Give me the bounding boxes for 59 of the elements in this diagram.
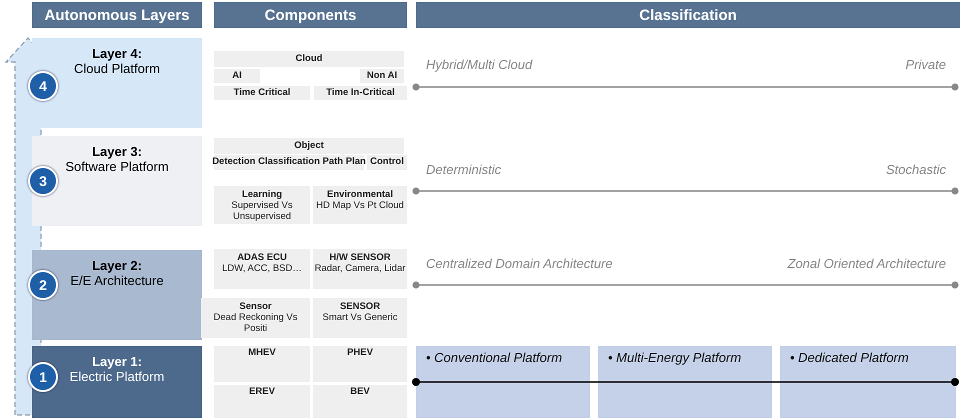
component-title: Detection Classification Path Plan — [212, 157, 366, 168]
scale-end-label: Zonal Oriented Architecture — [788, 256, 946, 271]
component-detail: LDW, ACC, BSD… — [222, 264, 302, 275]
platform-box — [780, 346, 956, 418]
header-text: Classification — [639, 6, 737, 24]
component-detail: HD Map Vs Pt Cloud — [316, 200, 404, 212]
component-title: Non AI — [366, 70, 398, 82]
component-title: PHEV — [347, 348, 373, 359]
layer-name: E/E Architecture — [70, 273, 164, 288]
layer-number: 3 — [39, 173, 47, 189]
component-title: Object — [294, 140, 324, 152]
layer-box — [32, 136, 202, 226]
component-title: MHEV — [248, 348, 276, 359]
layer-name: Software Platform — [65, 159, 169, 174]
platform-name: • Multi-Energy Platform — [608, 350, 742, 365]
component-title: BEV — [350, 387, 370, 398]
component-title: Cloud — [296, 54, 322, 64]
layer-box — [32, 38, 202, 128]
component-detail: Supervised Vs Unsupervised — [230, 200, 294, 223]
component-detail: Smart Vs Generic — [322, 312, 398, 324]
component-title: Sensor — [239, 302, 272, 313]
layer-name: Cloud Platform — [74, 61, 160, 76]
component-title: Time Critical — [234, 88, 290, 98]
scale-end-label: Centralized Domain Architecture — [426, 256, 613, 271]
component-title: Control — [370, 157, 404, 168]
header-text: Components — [264, 6, 356, 24]
component-title: Environmental — [327, 190, 393, 201]
component-detail: Dead Reckoning Vs Positi — [212, 312, 298, 335]
platform-name: • Conventional Platform — [426, 350, 562, 365]
platform-box — [598, 346, 772, 418]
scale-end-label: Hybrid/Multi Cloud — [426, 57, 532, 72]
layer-name: Electric Platform — [70, 369, 164, 384]
layer-number: 4 — [39, 78, 47, 94]
scale-end-label: Stochastic — [886, 162, 946, 177]
scale-end-label: Deterministic — [426, 162, 502, 177]
layer-number: 2 — [39, 277, 47, 293]
layer-number: 1 — [39, 369, 47, 385]
component-title: ADAS ECU — [237, 253, 287, 264]
component-title: Learning — [242, 190, 282, 201]
component-title: H/W SENSOR — [329, 253, 391, 264]
layer-box — [32, 250, 202, 340]
component-detail: Radar, Camera, Lidar — [314, 264, 406, 275]
column-header — [416, 2, 960, 28]
platform-name: • Dedicated Platform — [790, 350, 909, 365]
component-title: SENSOR — [340, 302, 380, 313]
layer-title: Layer 1: — [92, 354, 142, 369]
layer-box — [32, 346, 202, 418]
layer-title: Layer 4: — [92, 46, 142, 61]
component-box — [201, 298, 310, 338]
column-header — [32, 2, 202, 28]
component-title: AI — [232, 70, 242, 82]
layer-title: Layer 2: — [92, 258, 142, 273]
scale-end-label: Private — [906, 57, 946, 72]
component-title: Time In-Critical — [326, 88, 395, 98]
column-header — [214, 2, 407, 28]
layer-title: Layer 3: — [92, 144, 142, 159]
header-text: Autonomous Layers — [44, 6, 190, 24]
component-title: EREV — [249, 387, 275, 398]
platform-box — [416, 346, 590, 418]
